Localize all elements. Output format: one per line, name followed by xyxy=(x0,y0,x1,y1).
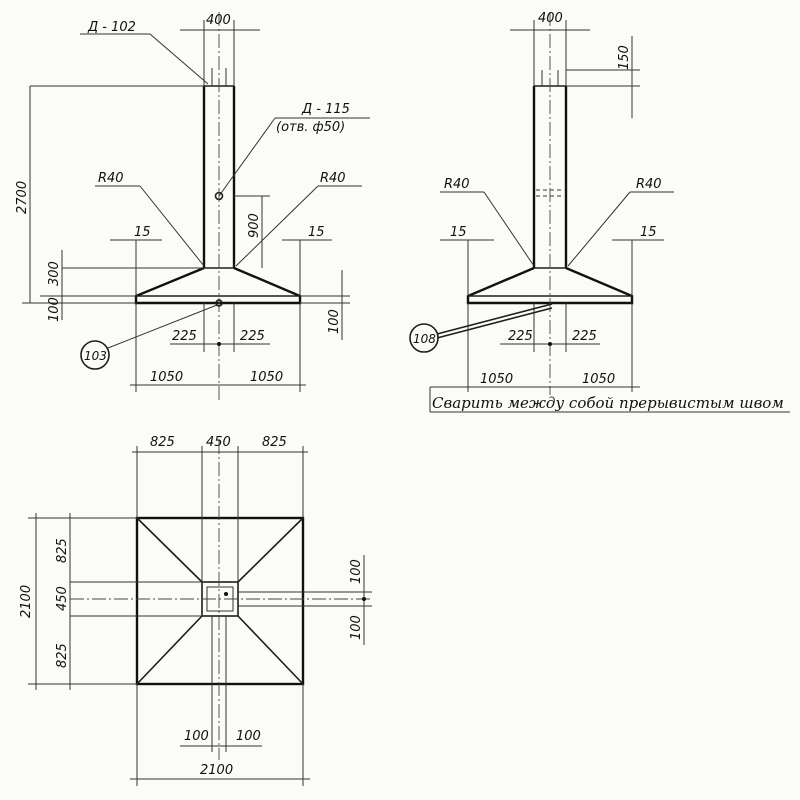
label-400: 400 xyxy=(206,13,231,28)
label-2100-bottom: 2100 xyxy=(200,763,233,778)
label-225-left: 225 xyxy=(172,329,197,344)
label-1050-left: 1050 xyxy=(480,372,513,387)
diagonal xyxy=(136,517,203,583)
diagonal xyxy=(237,615,304,685)
leader-108 xyxy=(436,307,553,339)
center-dot xyxy=(224,592,228,596)
weld-note: Сварить между собой прерывистым швом xyxy=(432,394,784,412)
leader-r40 xyxy=(567,191,631,267)
label-103: 103 xyxy=(84,349,107,363)
label-100-top: 100 xyxy=(349,559,364,584)
diagonal xyxy=(136,615,203,685)
label-2100-left: 2100 xyxy=(19,585,34,618)
label-r40-right: R40 xyxy=(636,177,662,192)
label-100-br: 100 xyxy=(236,729,261,744)
leader-103 xyxy=(107,304,218,349)
label-400: 400 xyxy=(538,11,563,26)
label-r40-left: R40 xyxy=(98,171,124,186)
leader-d102 xyxy=(149,33,209,85)
center-dot xyxy=(362,597,366,601)
label-d115: Д - 115 xyxy=(301,102,350,117)
slab-outline xyxy=(135,516,305,686)
weld-point xyxy=(215,299,223,307)
label-900: 900 xyxy=(247,213,262,238)
label-100-bl: 100 xyxy=(184,729,209,744)
label-1050-left: 1050 xyxy=(150,370,183,385)
label-825-vbottom: 825 xyxy=(55,643,70,668)
right-elevation-view: 400 150 R40 R40 15 15 225 225 1050 1050 … xyxy=(409,11,790,413)
label-d102: Д - 102 xyxy=(87,20,136,35)
leader-r40 xyxy=(483,191,535,267)
left-elevation-view: Д - 102 400 Д - 115 (отв. ф50) R40 R40 1… xyxy=(15,12,370,400)
label-225-left: 225 xyxy=(508,329,533,344)
label-2700: 2700 xyxy=(15,181,30,214)
label-225-right: 225 xyxy=(240,329,265,344)
hole-marker xyxy=(214,191,224,201)
label-108: 108 xyxy=(413,332,436,346)
label-r40-right: R40 xyxy=(320,171,346,186)
label-825-left: 825 xyxy=(150,435,175,450)
label-15-left: 15 xyxy=(134,225,151,240)
base-slab-outline xyxy=(134,266,302,305)
label-450-top: 450 xyxy=(206,435,231,450)
label-825-vtop: 825 xyxy=(55,538,70,563)
leader-r40 xyxy=(235,185,319,267)
label-150: 150 xyxy=(617,45,632,70)
label-825-right: 825 xyxy=(262,435,287,450)
label-15-right: 15 xyxy=(308,225,325,240)
mark-circle xyxy=(80,340,110,370)
label-100-left: 100 xyxy=(47,297,62,322)
label-100-bottom: 100 xyxy=(349,615,364,640)
plan-view: 825 450 825 2100 825 450 825 100 100 100… xyxy=(19,435,372,786)
center-dot xyxy=(548,342,552,346)
label-225-right: 225 xyxy=(572,329,597,344)
label-300: 300 xyxy=(47,261,62,286)
leader-d115 xyxy=(218,117,276,197)
leader-108 xyxy=(436,303,553,335)
label-hole: (отв. ф50) xyxy=(276,120,345,135)
leader-r40 xyxy=(139,185,205,267)
label-15-right: 15 xyxy=(640,225,657,240)
center-dot xyxy=(217,342,221,346)
label-15-left: 15 xyxy=(450,225,467,240)
label-r40-left: R40 xyxy=(444,177,470,192)
diagonal xyxy=(237,517,304,583)
label-1050-right: 1050 xyxy=(582,372,615,387)
label-100-right: 100 xyxy=(327,309,342,334)
label-450-v: 450 xyxy=(55,586,70,611)
label-1050-right: 1050 xyxy=(250,370,283,385)
